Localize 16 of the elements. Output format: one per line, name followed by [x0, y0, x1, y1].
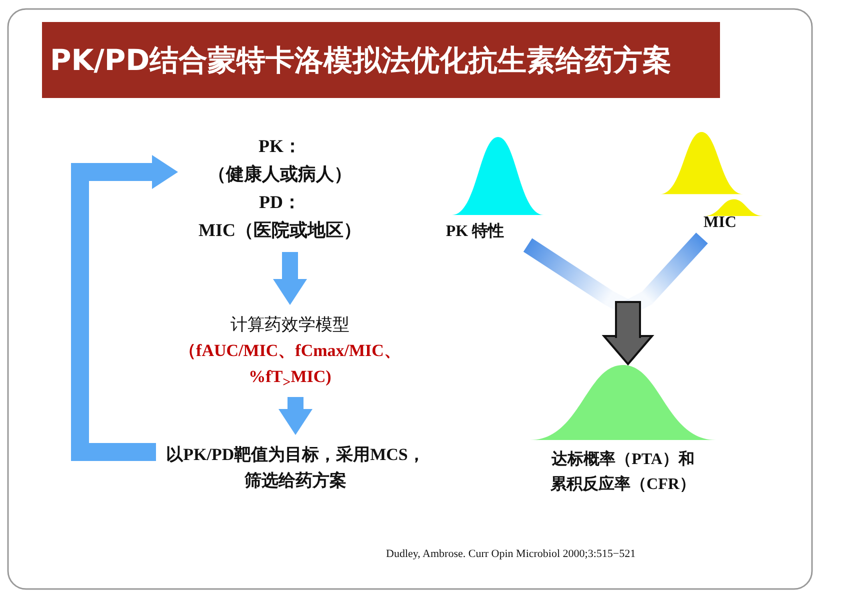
citation: Dudley, Ambrose. Curr Opin Microbiol 2000;3:515−521 — [386, 548, 636, 560]
arrow — [603, 232, 708, 365]
loop-arrow — [71, 155, 178, 461]
curve-label: PK 特性 — [444, 222, 506, 242]
node-text: MIC（医院或地区） — [198, 219, 362, 242]
node-text: PK： — [258, 135, 302, 158]
curve-label: 达标概率（PTA）和累积反应率（CFR） — [550, 449, 696, 495]
node-text: （fAUC/MIC、fCmax/MIC、%fT$_{>}$MIC) — [178, 340, 402, 392]
node-text: PD： — [258, 191, 302, 214]
arrow — [273, 252, 307, 305]
title-banner: PK/PD结合蒙特卡洛模拟法优化抗生素给药方案 — [42, 22, 720, 98]
arrow — [278, 397, 312, 435]
node-text: 计算药效学模型 — [230, 314, 350, 336]
curve-label: MIC — [702, 213, 738, 233]
node-text: （健康人或病人） — [207, 163, 353, 186]
node-text: 以PK/PD靶值为目标，采用MCS，筛选给药方案 — [165, 444, 426, 492]
